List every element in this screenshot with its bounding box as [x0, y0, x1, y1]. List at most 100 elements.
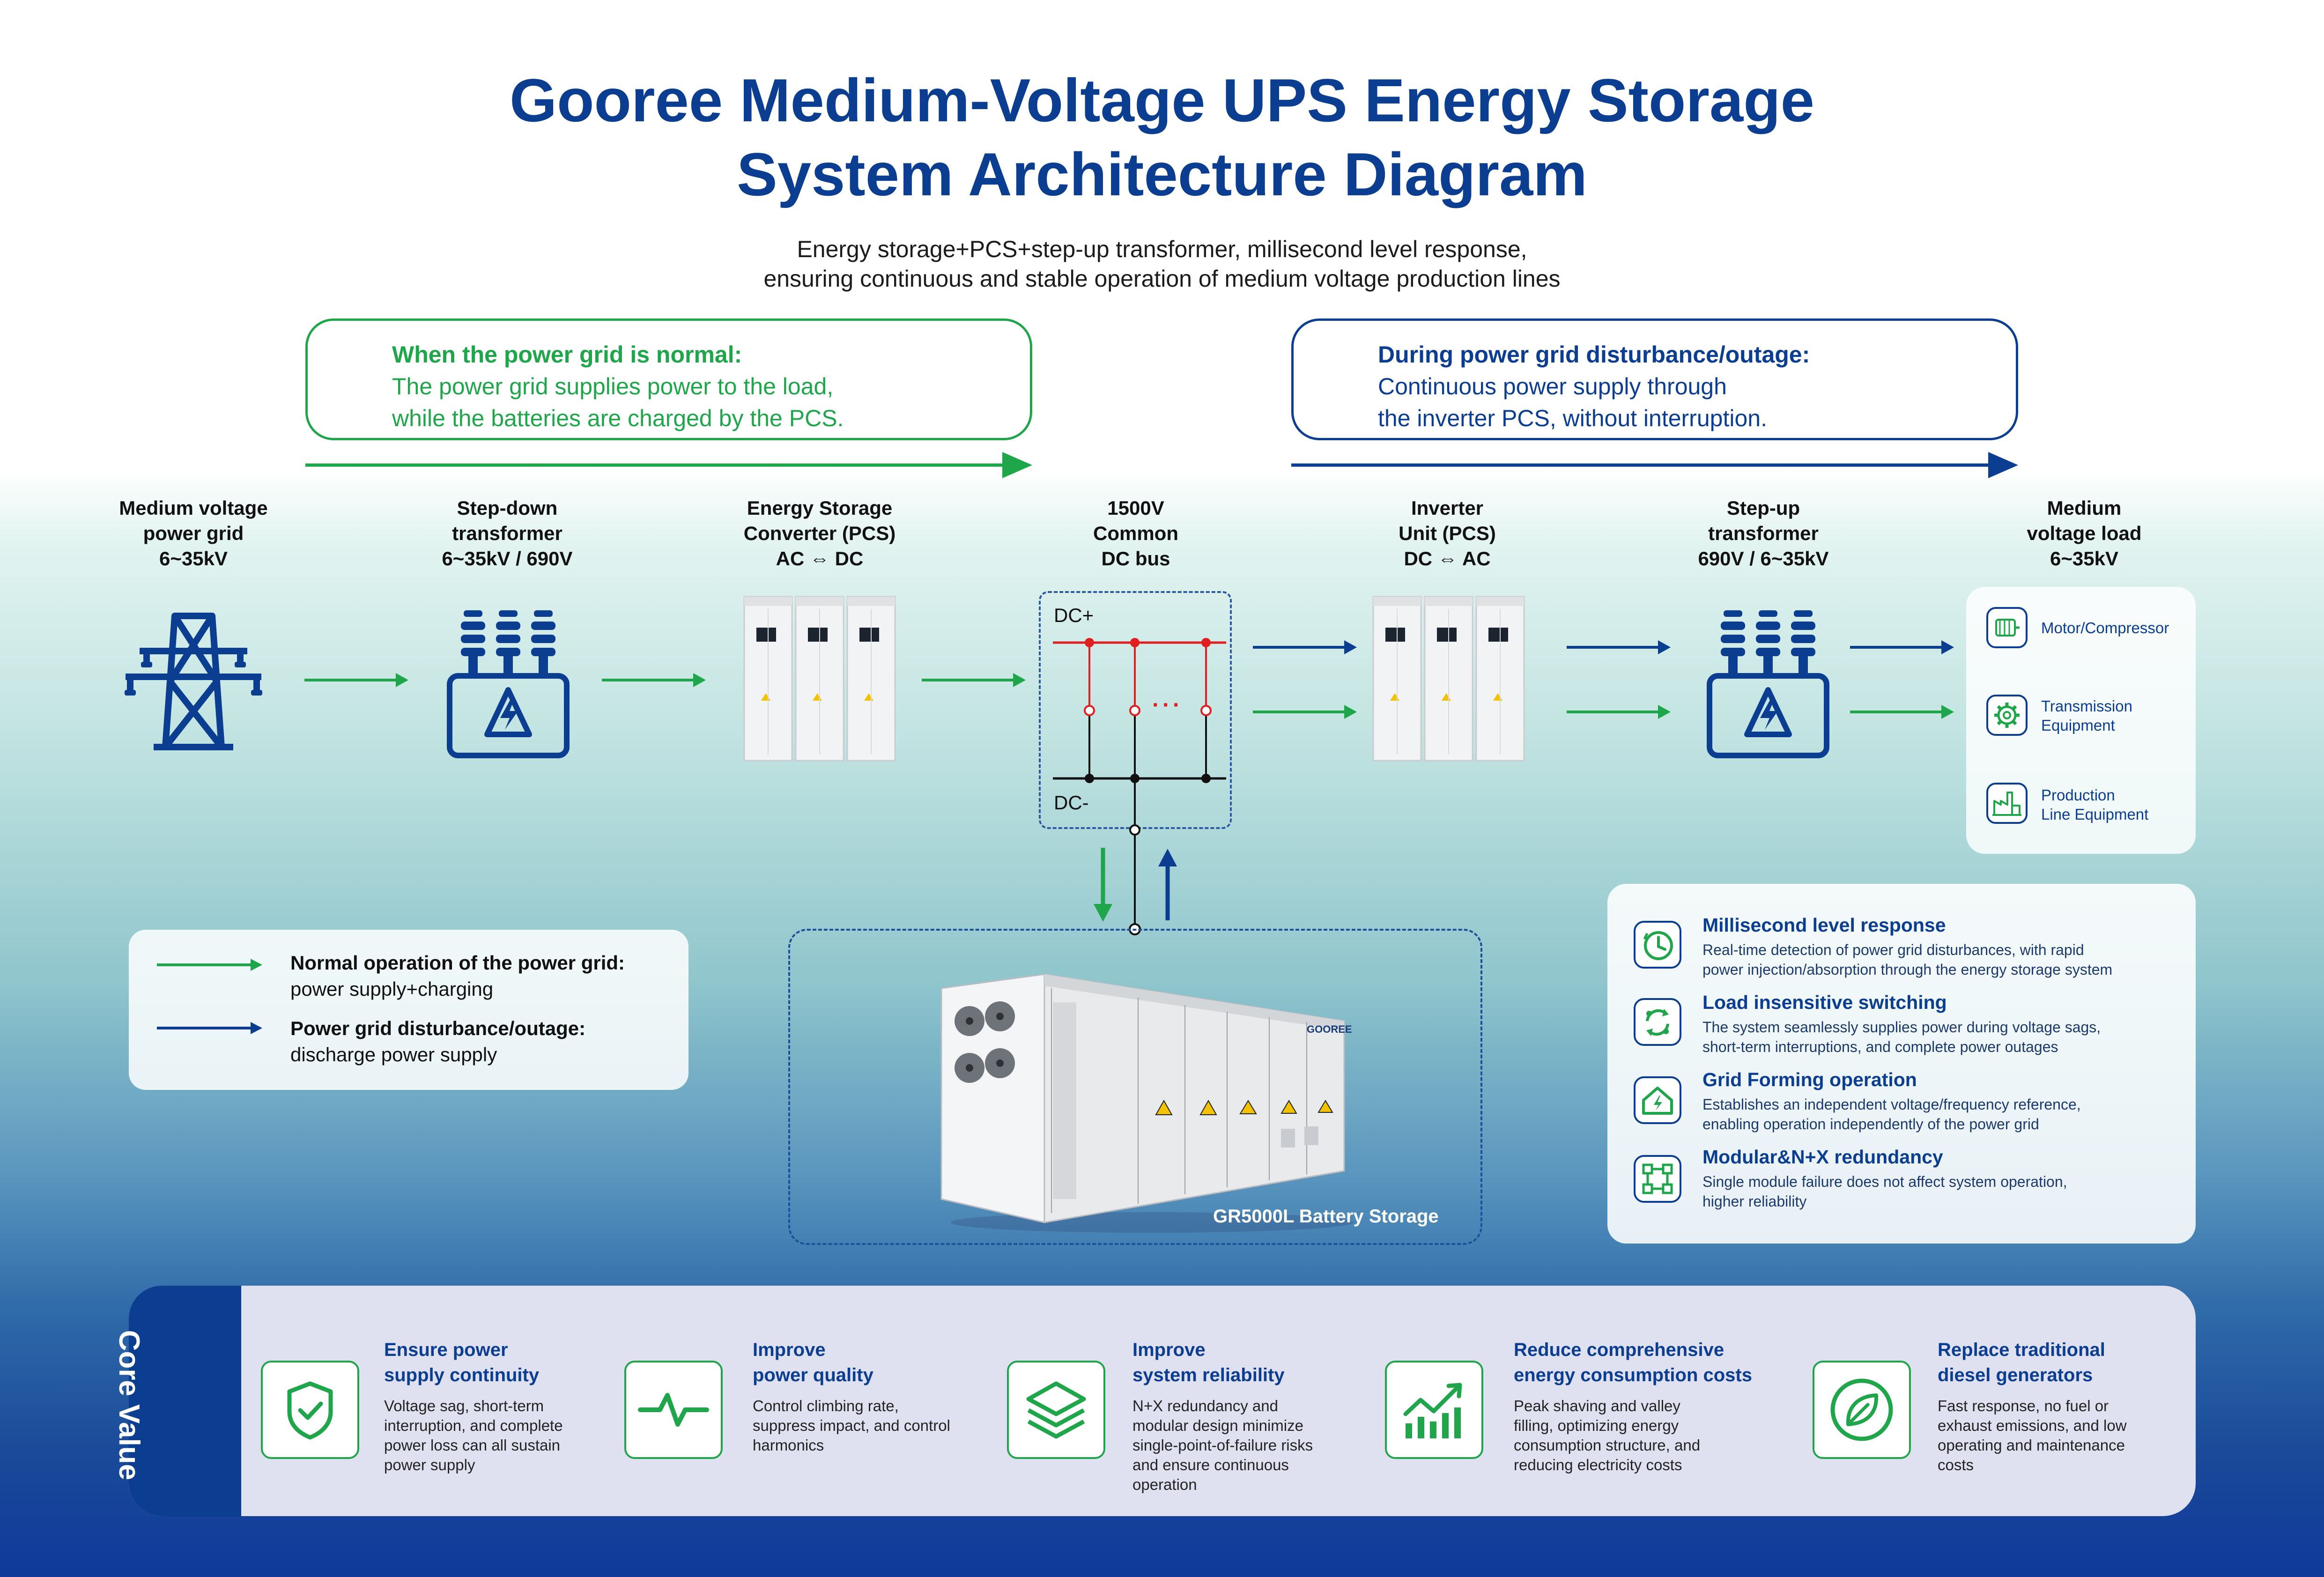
- core-costs-title-1: Reduce comprehensive: [1514, 1340, 1724, 1360]
- arrow-discharge-up: [1158, 849, 1177, 920]
- legend-arrows: [157, 959, 262, 1034]
- legend-outage-title: Power grid disturbance/outage:: [290, 1017, 586, 1039]
- transmission-tower-icon: [125, 613, 262, 750]
- legend-normal-text: Normal operation of the power grid: powe…: [290, 952, 625, 1000]
- feature-millisecond: Millisecond level response Real-time det…: [1702, 914, 2185, 979]
- normal-grid-callout: When the power grid is normal: The power…: [305, 318, 1032, 440]
- legend-outage-arrow: [157, 1022, 262, 1034]
- legend-normal-title: Normal operation of the power grid:: [290, 952, 625, 974]
- inverter-cabinets-icon: [1372, 596, 1525, 762]
- shield-check-icon: [287, 1381, 333, 1440]
- feature-switching-line-1: The system seamlessly supplies power dur…: [1702, 1019, 2101, 1036]
- factory-icon: [1986, 783, 2028, 824]
- normal-callout-line-1: The power grid supplies power to the loa…: [392, 373, 834, 400]
- core-item-continuity: Ensure power supply continuity Voltage s…: [384, 1337, 618, 1475]
- core-continuity-title-2: supply continuity: [384, 1365, 540, 1385]
- core-reliability-title-2: system reliability: [1132, 1365, 1285, 1385]
- load-motor-label: Motor/Compressor: [2041, 619, 2169, 637]
- dc-minus-label: DC-: [1054, 792, 1089, 814]
- core-costs-title-2: energy consumption costs: [1514, 1365, 1752, 1385]
- battery-storage-box: [788, 929, 1482, 1245]
- bar-chart-icon: [1403, 1383, 1462, 1438]
- subtitle-line-2: ensuring continuous and stable operation…: [763, 266, 1561, 292]
- core-value-label: Core Value: [113, 1330, 145, 1481]
- step-down-transformer-icon: [447, 610, 570, 758]
- core-item-costs: Reduce comprehensive energy consumption …: [1514, 1337, 1813, 1475]
- pulse-icon: [638, 1393, 709, 1427]
- arrow-bus-to-inverter-blue: [1253, 640, 1357, 654]
- core-icon-box-continuity: [261, 1361, 359, 1459]
- module-icon: [1634, 1155, 1681, 1203]
- motor-icon: [1986, 607, 2028, 648]
- feature-modular-title: Modular&N+X redundancy: [1702, 1146, 1943, 1168]
- normal-flow-long-arrow: [305, 452, 1032, 478]
- arrow-pcs-to-bus: [922, 673, 1026, 687]
- core-value-tab: [129, 1286, 241, 1516]
- switch-icon: [1634, 998, 1681, 1046]
- feature-grid-forming-title: Grid Forming operation: [1702, 1069, 1917, 1090]
- page-title-line-2: System Architecture Diagram: [737, 140, 1587, 208]
- leaf-icon: [1830, 1378, 1893, 1441]
- outage-callout-heading: During power grid disturbance/outage:: [1378, 341, 1810, 368]
- feature-millisecond-line-1: Real-time detection of power grid distur…: [1702, 941, 2084, 958]
- arrow-stepup-to-load-blue: [1850, 640, 1954, 654]
- outage-flow-long-arrow: [1291, 452, 2018, 478]
- outage-callout-line-1: Continuous power supply through: [1378, 373, 1727, 400]
- feature-modular-line-1: Single module failure does not affect sy…: [1702, 1173, 2067, 1190]
- legend-outage-desc: discharge power supply: [290, 1044, 497, 1066]
- legend-normal-arrow: [157, 959, 262, 971]
- outage-callout-line-2: the inverter PCS, without interruption.: [1378, 405, 1767, 431]
- arrow-charge-down: [1094, 848, 1112, 922]
- arrow-grid-to-stepdown: [304, 673, 408, 687]
- core-icon-box-diesel: [1813, 1361, 1911, 1459]
- feature-grid-forming-line-2: enabling operation independently of the …: [1702, 1116, 2039, 1133]
- feature-switching-line-2: short-term interruptions, and complete p…: [1702, 1038, 2058, 1055]
- normal-callout-heading: When the power grid is normal:: [392, 341, 742, 368]
- arrow-bus-to-inverter-green: [1253, 705, 1357, 719]
- core-icon-box-quality: [624, 1361, 723, 1459]
- normal-callout-line-2: while the batteries are charged by the P…: [392, 405, 844, 431]
- feature-millisecond-line-2: power injection/absorption through the e…: [1702, 961, 2113, 978]
- feature-modular: Modular&N+X redundancy Single module fai…: [1702, 1146, 2185, 1211]
- legend-normal-desc: power supply+charging: [290, 978, 494, 1000]
- legend-card: [129, 930, 688, 1090]
- core-icon-box-reliability: [1007, 1361, 1105, 1459]
- core-diesel-title-1: Replace traditional: [1938, 1340, 2105, 1360]
- arrow-inverter-to-stepup-green: [1567, 705, 1671, 719]
- feature-modular-line-2: higher reliability: [1702, 1193, 1807, 1210]
- core-quality-title-2: power quality: [753, 1365, 873, 1385]
- arrow-inverter-to-stepup-blue: [1567, 640, 1671, 654]
- layers-icon: [1026, 1381, 1086, 1439]
- dc-plus-label: DC+: [1054, 604, 1094, 626]
- battery-storage-label: GR5000L Battery Storage: [1213, 1206, 1439, 1227]
- subtitle-line-1: Energy storage+PCS+step-up transformer, …: [797, 236, 1527, 262]
- feature-millisecond-title: Millisecond level response: [1702, 914, 1946, 936]
- arrow-stepdown-to-pcs: [602, 673, 706, 687]
- core-icon-box-costs: [1385, 1361, 1483, 1459]
- core-reliability-title-1: Improve: [1132, 1340, 1206, 1360]
- features-card: [1607, 884, 2196, 1244]
- battery-brand-label: GOOREE: [1307, 1023, 1352, 1035]
- page-title-line-1: Gooree Medium-Voltage UPS Energy Storage: [510, 66, 1814, 134]
- feature-grid-forming-line-1: Establishes an independent voltage/frequ…: [1702, 1096, 2081, 1113]
- core-item-reliability: Improve system reliability N+X redundanc…: [1132, 1337, 1367, 1495]
- core-diesel-title-2: diesel generators: [1938, 1365, 2093, 1385]
- legend-outage-text: Power grid disturbance/outage: discharge…: [290, 1017, 585, 1066]
- arrow-stepup-to-load-green: [1850, 705, 1954, 719]
- pcs-cabinets-icon: [743, 596, 896, 762]
- clock-icon: [1634, 921, 1681, 969]
- core-continuity-title-1: Ensure power: [384, 1340, 508, 1360]
- grid-home-icon: [1634, 1076, 1681, 1124]
- core-item-diesel: Replace traditional diesel generators Fa…: [1938, 1337, 2181, 1475]
- feature-switching: Load insensitive switching The system se…: [1702, 992, 2185, 1057]
